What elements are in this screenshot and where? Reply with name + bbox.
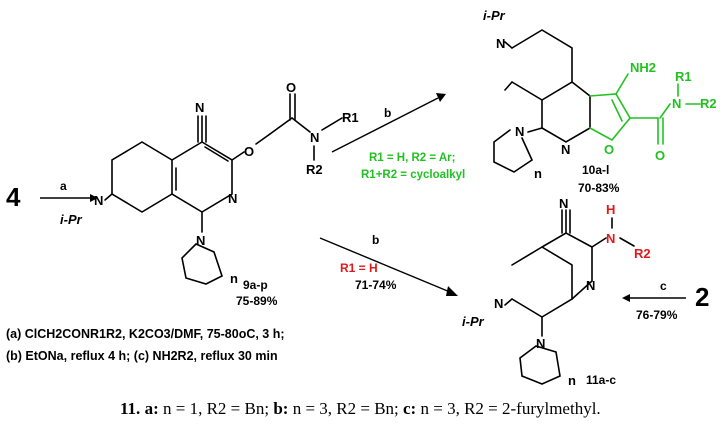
arrow-b-top-condition-1: R1 = H, R2 = Ar; <box>369 152 456 164</box>
atom-10-ipr: i-Pr <box>483 8 506 23</box>
atom-10-subscript-n: n <box>534 166 542 181</box>
atom-10-r1: R1 <box>675 69 692 84</box>
atom-cn-n: N <box>195 100 204 115</box>
conditions-line-2: (b) EtONa, reflux 4 h; (c) NH2R2, reflux… <box>6 349 278 363</box>
compound-9ap-structure <box>104 93 343 285</box>
arrow-b-bottom-yield: 71-74% <box>355 278 397 292</box>
arrow-a <box>40 194 98 202</box>
atom-10-nh2: NH2 <box>630 60 656 75</box>
atom-pyrrolidine-n: N <box>196 233 205 248</box>
compound-10al-yield: 70-83% <box>578 181 620 195</box>
compound-11ac-structure <box>504 209 635 385</box>
atom-r1: R1 <box>342 110 359 125</box>
arrow-b-bottom-letter: b <box>372 233 379 247</box>
caption-number: 11. <box>120 399 140 418</box>
atom-amide-n: N <box>310 130 319 145</box>
atom-ipr: i-Pr <box>60 212 83 227</box>
caption: 11. a: n = 1, R2 = Bn; b: n = 3, R2 = Bn… <box>120 399 601 418</box>
compound-10al-label: 10a-l <box>582 163 609 177</box>
compound-9ap-label: 9a-p <box>243 278 268 292</box>
atom-11-cn-n: N <box>559 196 568 211</box>
atom-11-r2: R2 <box>634 246 651 261</box>
arrow-a-letter: a <box>60 179 67 193</box>
caption-key-a: a: <box>145 399 159 418</box>
atom-10-amide-n: N <box>672 96 681 111</box>
arrow-c-yield: 76-79% <box>636 308 678 322</box>
arrow-c-letter: c <box>660 279 667 293</box>
atom-11-ipr: i-Pr <box>462 314 485 329</box>
atom-11-pyridine-n: N <box>586 278 595 293</box>
atom-10-pyridine-n: N <box>561 142 570 157</box>
conditions-line-1: (a) ClCH2CONR1R2, K2CO3/DMF, 75-80oC, 3 … <box>6 327 285 341</box>
atom-carbonyl-o: O <box>286 80 296 95</box>
atom-10-furan-o: O <box>604 142 614 157</box>
compound-11ac-label: 11a-c <box>586 373 616 387</box>
compound-9ap-yield: 75-89% <box>236 294 278 308</box>
arrow-b-top <box>331 93 446 153</box>
atom-10-pyrrolidine-n: N <box>515 124 524 139</box>
compound-2-label: 2 <box>695 282 709 312</box>
atom-11-h: H <box>606 202 615 217</box>
caption-key-c: c: <box>403 399 416 418</box>
atom-11-pyrrolidine-n: N <box>536 336 545 351</box>
caption-text-a: n = 1, R2 = Bn; <box>159 399 274 418</box>
caption-text-c: n = 3, R2 = 2-furylmethyl. <box>416 399 600 418</box>
atom-subscript-n: n <box>230 271 238 286</box>
atom-10-r2: R2 <box>700 96 717 111</box>
atom-o: O <box>244 144 254 159</box>
arrow-c <box>622 294 686 302</box>
atom-11-subscript-n: n <box>568 373 576 388</box>
atom-10-carbonyl-o: O <box>655 148 665 163</box>
atom-11-nh-n: N <box>606 231 615 246</box>
compound-10al-structure <box>493 29 701 173</box>
arrow-b-bottom-condition: R1 = H <box>340 261 378 275</box>
compound-4-label: 4 <box>6 182 21 212</box>
arrow-b-bottom <box>319 237 458 296</box>
arrow-b-top-condition-2: R1+R2 = cycloalkyl <box>361 169 465 181</box>
caption-text-b: n = 3, R2 = Bn; <box>288 399 403 418</box>
caption-key-b: b: <box>273 399 288 418</box>
atom-piperidine-n: N <box>94 193 103 208</box>
atom-pyridine-n: N <box>228 191 237 206</box>
atom-11-piperidine-n: N <box>494 296 503 311</box>
atom-r2: R2 <box>306 162 323 177</box>
arrow-b-top-letter: b <box>384 106 391 120</box>
atom-10-piperidine-n: N <box>496 36 505 51</box>
